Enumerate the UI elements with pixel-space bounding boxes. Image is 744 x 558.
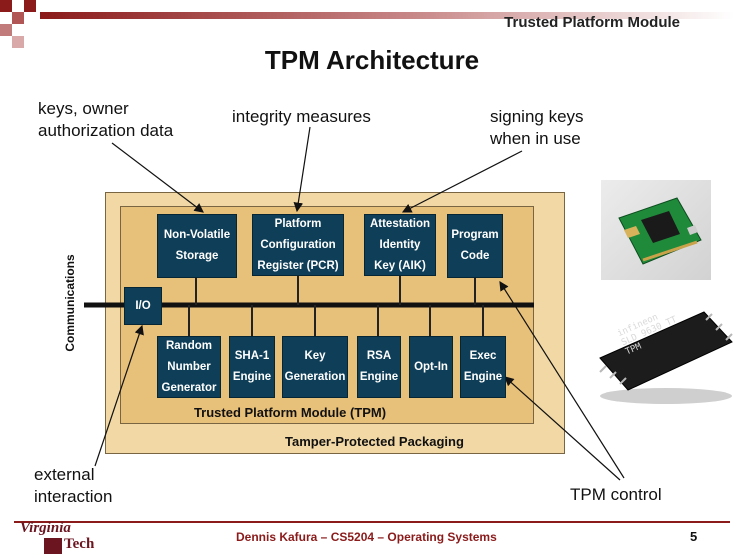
header-decoration [0,0,60,60]
annotation-integrity: integrity measures [232,107,371,126]
header-title: Trusted Platform Module [504,14,680,31]
packaging-caption: Tamper-Protected Packaging [285,434,464,449]
tpm-chip-photo: infineon SLD 9630 TT TPM [586,300,738,410]
tpm-board-photo [601,180,711,280]
annotation-tpm-control: TPM control [570,485,662,504]
communications-label: Communications [63,254,77,352]
tpm-caption: Trusted Platform Module (TPM) [193,405,387,420]
slide-title: TPM Architecture [264,45,480,75]
page-number: 5 [690,529,698,544]
footer-text: Dennis Kafura – CS5204 – Operating Syste… [236,530,497,544]
virginia-tech-logo: Virginia Tech [20,520,95,554]
footer-line [14,521,730,523]
header-bar [40,12,734,19]
io-box: I/O [124,287,162,325]
opt-in-box: Opt-In [409,336,453,398]
